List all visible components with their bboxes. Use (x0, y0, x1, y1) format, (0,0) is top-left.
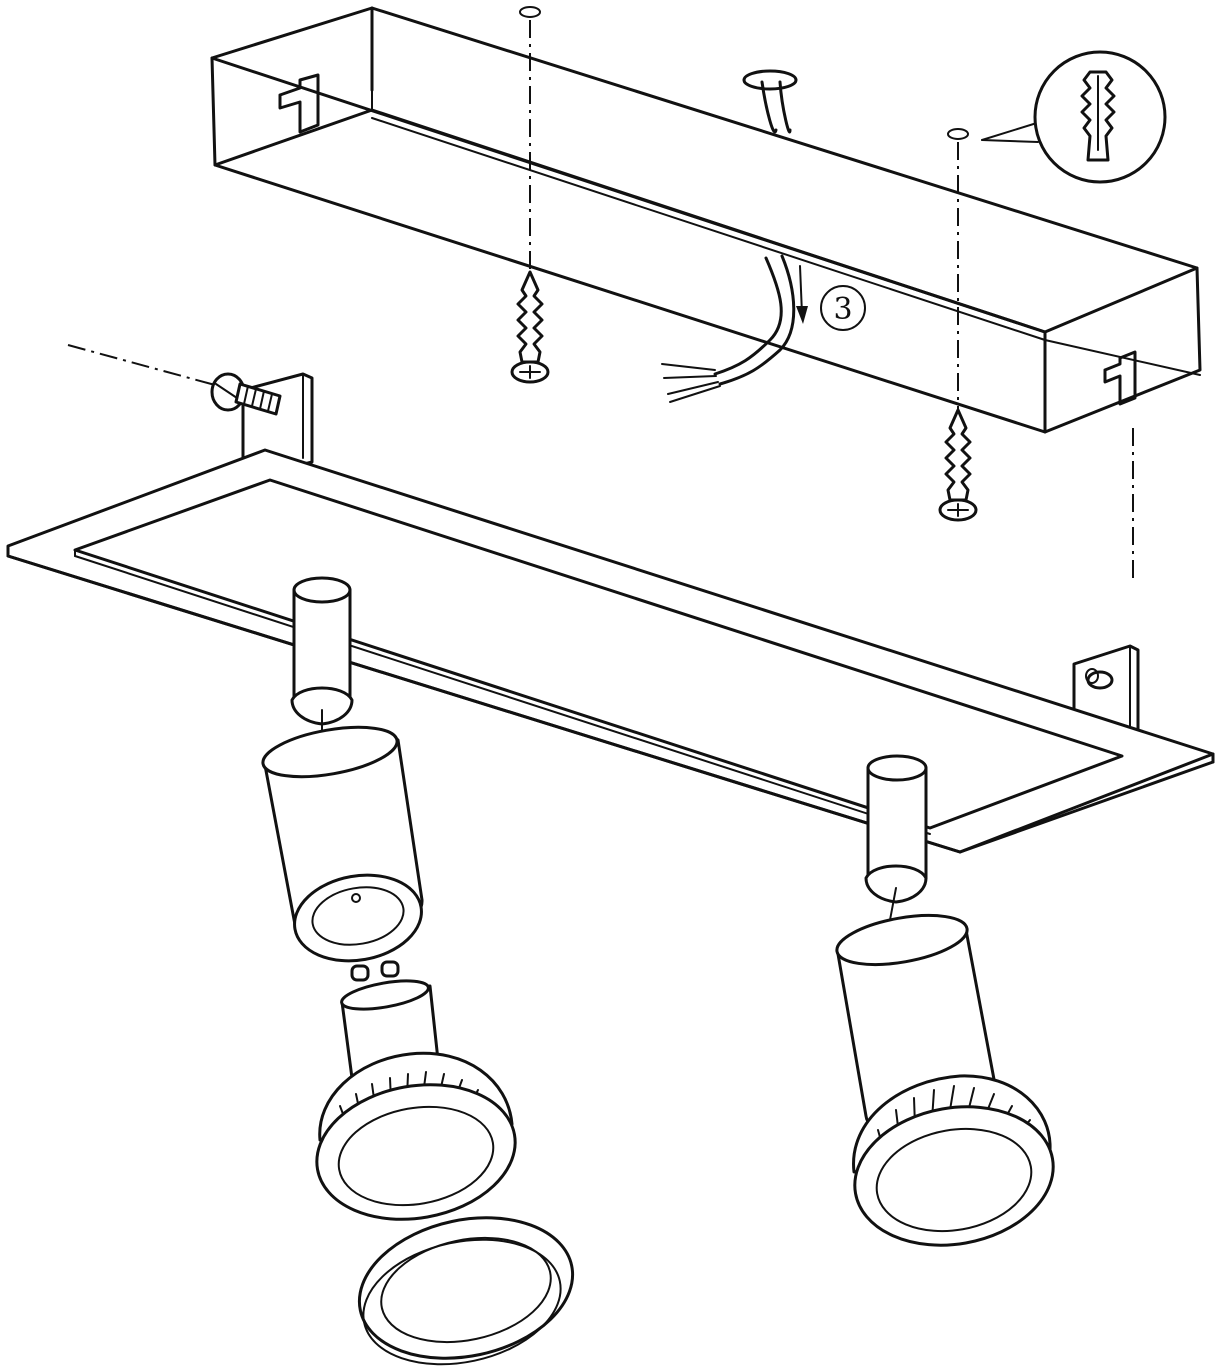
step-number-circle (820, 285, 866, 331)
gu10-bulb (315, 960, 517, 1221)
tab-screw-right (1085, 668, 1114, 690)
screw-hole-left (519, 6, 541, 18)
canopy-box (210, 6, 1202, 434)
base-plate (6, 372, 1215, 854)
wall-plug-icon (1080, 70, 1116, 162)
guide-line-side-screw (67, 344, 216, 386)
wall-plug-callout (981, 50, 1167, 184)
wood-screw-right (938, 408, 978, 522)
screw-hole-right (947, 128, 969, 140)
side-screw (210, 372, 282, 416)
cover-ring (357, 1216, 575, 1366)
wood-screw-left (510, 270, 550, 384)
step-number: 3 (833, 292, 852, 327)
spotlight-left (261, 576, 575, 1366)
supply-cable (661, 80, 796, 403)
spotlight-right (835, 754, 1055, 1247)
step-indicator: 3 (796, 265, 866, 331)
